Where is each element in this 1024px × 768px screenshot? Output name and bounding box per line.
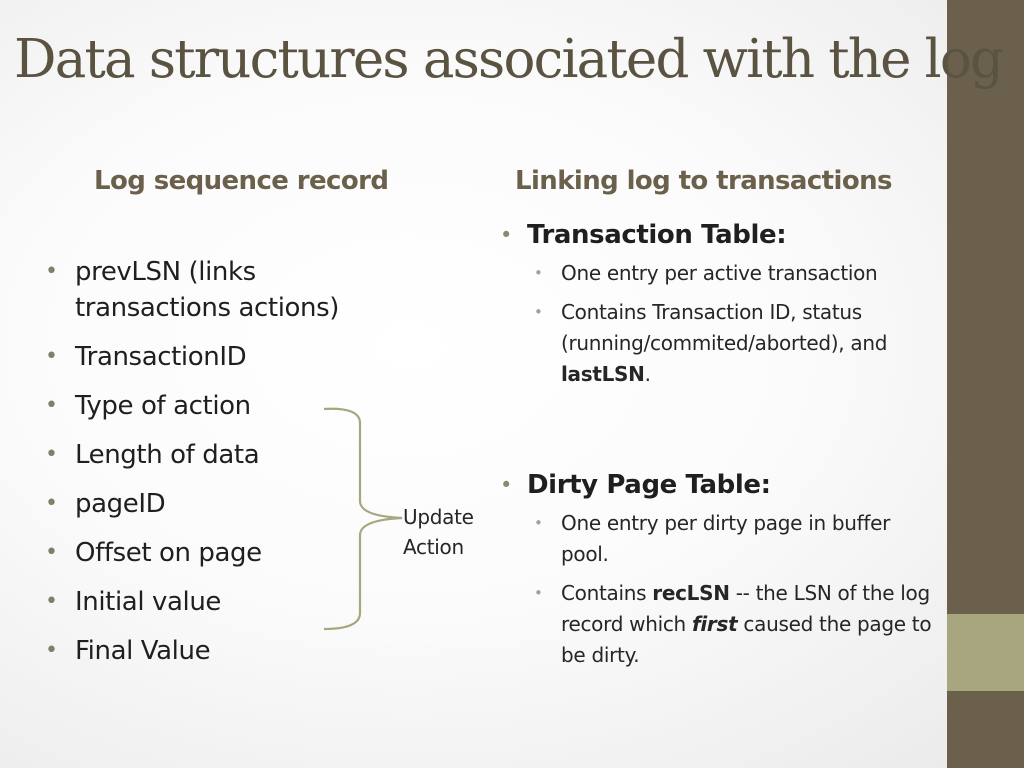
list-item-text-end: caused the page to be dirty.: [561, 612, 932, 667]
bullet-icon: •: [45, 442, 58, 467]
list-item-text-end: .: [644, 362, 651, 386]
list-item: • Final Value: [45, 633, 385, 669]
list-item: • Contains recLSN -- the LSN of the log r…: [534, 578, 940, 671]
right-column-heading: Linking log to transactions: [515, 166, 892, 196]
left-column-heading: Log sequence record: [94, 166, 389, 196]
list-item: • Contains Transaction ID, status (runnin…: [534, 297, 940, 390]
list-item: • Length of data: [45, 437, 385, 473]
bullet-icon: •: [45, 589, 58, 614]
log-record-field-list: • prevLSN (links transactions actions) • T…: [45, 254, 385, 682]
list-item-text: prevLSN (links transactions actions): [75, 257, 340, 323]
update-action-label: Update Action: [403, 502, 481, 562]
bullet-icon: •: [45, 259, 58, 284]
lastlsn-term: lastLSN: [561, 362, 645, 386]
transaction-table-block: • Transaction Table: • One entry per activ…: [500, 218, 940, 398]
list-item: • prevLSN (links transactions actions): [45, 254, 385, 326]
reclsn-term: recLSN: [652, 581, 730, 605]
list-item: • One entry per active transaction: [534, 258, 940, 289]
transaction-table-heading: • Transaction Table:: [500, 218, 940, 252]
dirty-page-table-block: • Dirty Page Table: • One entry per dirty …: [500, 468, 940, 679]
bullet-icon: •: [500, 223, 512, 247]
sub-bullet-icon: •: [534, 584, 543, 602]
list-item-text: TransactionID: [75, 342, 247, 372]
bullet-icon: •: [45, 393, 58, 418]
bullet-icon: •: [45, 344, 58, 369]
transaction-table-details: • One entry per active transaction • Conta…: [500, 258, 940, 390]
dirty-page-table-label: Dirty Page Table:: [527, 470, 771, 500]
list-item-text: One entry per active transaction: [561, 261, 878, 285]
bullet-icon: •: [45, 540, 58, 565]
list-item-text: One entry per dirty page in buffer pool.: [561, 511, 891, 566]
bullet-icon: •: [500, 473, 512, 497]
list-item-text: Length of data: [75, 440, 260, 470]
bullet-icon: •: [45, 491, 58, 516]
list-item-text: Offset on page: [75, 538, 262, 568]
update-action-text: Update Action: [403, 505, 474, 559]
list-item: • Type of action: [45, 388, 385, 424]
list-item-text: Final Value: [75, 636, 211, 666]
list-item-text: Initial value: [75, 587, 222, 617]
sub-bullet-icon: •: [534, 514, 543, 532]
list-item-text: Contains Transaction ID, status (running…: [561, 300, 888, 355]
list-item-text-mid: -- the LSN of the log record which: [561, 581, 930, 636]
curly-brace-icon: [323, 407, 403, 631]
list-item: • Offset on page: [45, 535, 385, 571]
sub-bullet-icon: •: [534, 264, 543, 282]
list-item: • Initial value: [45, 584, 385, 620]
list-item: • One entry per dirty page in buffer pool…: [534, 508, 940, 570]
first-emphasis: first: [691, 612, 738, 636]
slide-title: Data structures associated with the log: [14, 29, 1004, 90]
side-accent-band: [947, 614, 1024, 691]
bullet-icon: •: [45, 638, 58, 663]
transaction-table-label: Transaction Table:: [527, 220, 787, 250]
list-item-text: pageID: [75, 489, 166, 519]
dirty-page-table-details: • One entry per dirty page in buffer pool…: [500, 508, 940, 671]
list-item: • pageID: [45, 486, 385, 522]
sub-bullet-icon: •: [534, 303, 543, 321]
dirty-page-table-heading: • Dirty Page Table:: [500, 468, 940, 502]
list-item-text: Type of action: [75, 391, 251, 421]
list-item-text: Contains: [561, 581, 653, 605]
list-item: • TransactionID: [45, 339, 385, 375]
